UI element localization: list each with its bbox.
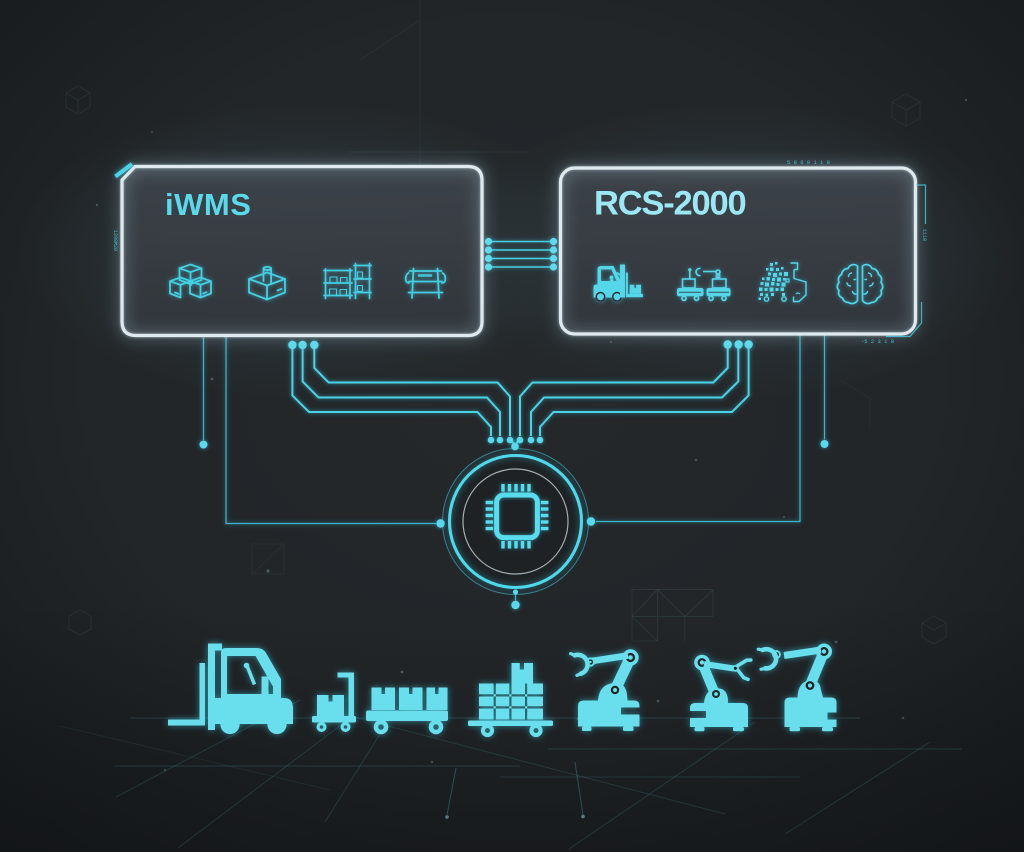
svg-text:◦5 2 3 1 8: ◦5 2 3 1 8	[861, 338, 894, 345]
svg-text:5 8 6 0 1 1 8: 5 8 6 0 1 1 8	[787, 159, 830, 166]
svg-text:iWMS: iWMS	[165, 187, 251, 222]
svg-text:1118: 1118	[921, 229, 927, 241]
svg-text:1298M20: 1298M20	[112, 230, 118, 251]
svg-text:RCS-2000: RCS-2000	[594, 185, 745, 223]
